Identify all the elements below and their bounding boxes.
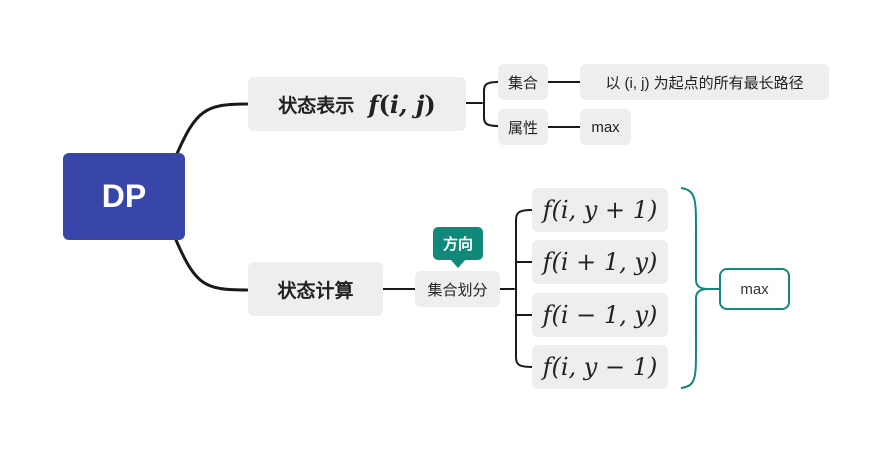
edge-partition-bracket: [499, 209, 533, 368]
summary-max-label: max: [740, 280, 769, 298]
attribute-value-node[interactable]: max: [580, 109, 631, 145]
set-value-node[interactable]: 以 (i, j) 为起点的所有最长路径: [580, 64, 829, 100]
state-representation-formula: f(i, j): [368, 89, 436, 119]
case-node[interactable]: f(i − 1, y): [532, 293, 668, 337]
case-formula: f(i + 1, y): [542, 248, 658, 276]
edge-state-repr-bracket: [465, 81, 499, 127]
attribute-value: max: [591, 118, 620, 136]
summary-bracket: [680, 187, 709, 389]
root-label: DP: [101, 178, 147, 214]
set-partition-label: 集合划分: [427, 281, 488, 299]
state-representation-label: 状态表示: [278, 95, 355, 117]
set-label: 集合: [507, 74, 538, 92]
state-calculation-label: 状态计算: [277, 280, 354, 302]
case-node[interactable]: f(i, y − 1): [532, 345, 668, 389]
state-calculation-node[interactable]: 状态计算: [248, 262, 383, 316]
set-partition-node[interactable]: 集合划分: [415, 271, 500, 307]
edge-root-state-repr: [174, 102, 249, 158]
direction-tag-label: 方向: [442, 236, 473, 253]
summary-max-node[interactable]: max: [719, 268, 790, 310]
root-node[interactable]: DP: [63, 153, 185, 240]
state-representation-node[interactable]: 状态表示 f(i, j): [248, 77, 466, 131]
edge-root-state-calc: [174, 238, 249, 292]
case-formula: f(i, y + 1): [542, 196, 658, 224]
case-node[interactable]: f(i + 1, y): [532, 240, 668, 284]
set-node[interactable]: 集合: [498, 64, 548, 100]
attribute-node[interactable]: 属性: [498, 109, 548, 145]
direction-tag-pointer: [450, 259, 466, 268]
case-node[interactable]: f(i, y + 1): [532, 188, 668, 232]
direction-tag[interactable]: 方向: [433, 227, 483, 260]
case-formula: f(i, y − 1): [542, 353, 658, 381]
set-value: 以 (i, j) 为起点的所有最长路径: [605, 74, 804, 92]
case-formula: f(i − 1, y): [542, 301, 658, 329]
attribute-label: 属性: [507, 119, 538, 137]
